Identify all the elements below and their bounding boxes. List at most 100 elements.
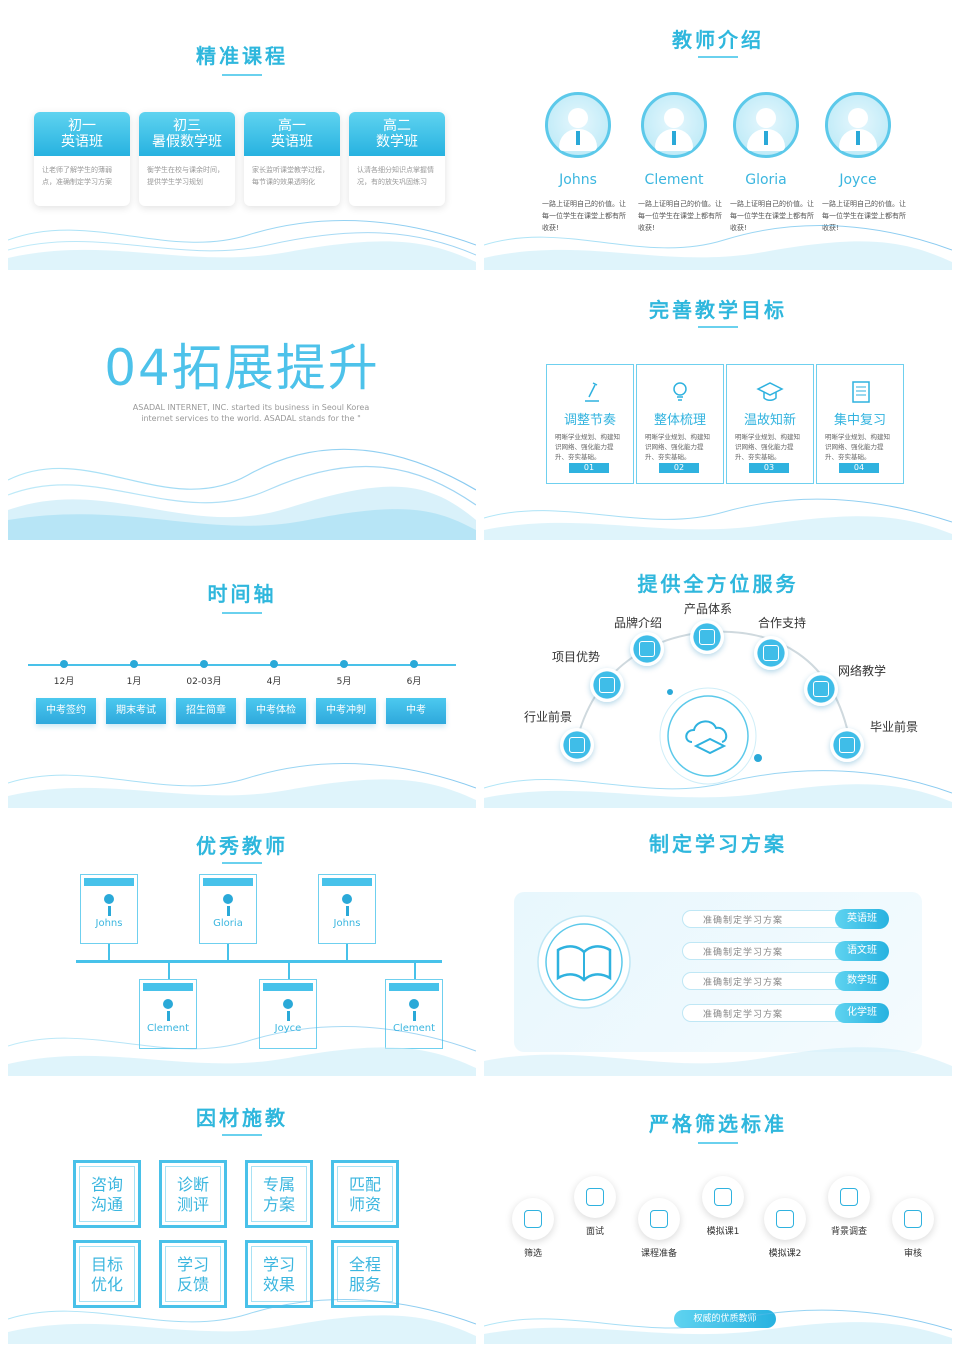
cell-line: 师资 — [348, 1195, 381, 1214]
slide-title: 优秀教师 — [196, 834, 288, 858]
wave-decoration — [8, 448, 476, 540]
course-head: 初一 英语班 — [34, 112, 130, 156]
timeline-dot — [410, 660, 418, 668]
brand-icon — [630, 632, 664, 666]
avatar — [641, 92, 707, 158]
service-label: 品牌介绍 — [614, 616, 663, 630]
timeline-dot — [340, 660, 348, 668]
wave-decoration — [8, 220, 476, 270]
timeline-label: 中考冲刺 — [316, 698, 376, 724]
wave-decoration — [484, 1309, 952, 1344]
step-label: 背景调查 — [830, 1227, 867, 1237]
teacher-name: Clement — [146, 1023, 190, 1034]
step-label: 模拟课2 — [768, 1249, 802, 1259]
teacher-profile: Clement 一路上证明自己的价值。让每一位学生在课堂上都有所收获! — [624, 92, 724, 234]
title-underline — [222, 862, 262, 864]
timeline-dot — [270, 660, 278, 668]
timeline-label: 中考 — [386, 698, 446, 724]
service-label: 产品体系 — [684, 602, 733, 616]
org-line — [168, 963, 170, 979]
timeline-date: 12月 — [53, 677, 75, 687]
test-tube-icon — [764, 1198, 806, 1240]
goal-card: 温故知新 明晰学业规划、构建知识网络、强化能力提升、夯实基础。 03 — [726, 364, 814, 484]
timeline-date: 4月 — [266, 677, 282, 687]
course-head: 高一 英语班 — [244, 112, 340, 156]
course-desc: 认清各细分知识点掌握情况，有的放矢巩固练习 — [357, 166, 434, 186]
building-icon — [828, 1176, 870, 1218]
slide-services: 提供全方位服务 行业前景 项目优势 品牌介绍 产品体系 合作支持 网络教学 毕业… — [484, 546, 952, 808]
book-icon — [638, 1198, 680, 1240]
section-title: 04拓展提升 — [104, 339, 380, 397]
timeline-label: 中考体检 — [246, 698, 306, 724]
cell-line: 诊断 — [176, 1175, 209, 1194]
people-icon — [512, 1198, 554, 1240]
teacher-profile: Joyce 一路上证明自己的价值。让每一位学生在课堂上都有所收获! — [808, 92, 908, 234]
avatar — [733, 92, 799, 158]
plan-tag: 语文班 — [835, 941, 889, 961]
lightbulb-icon — [637, 377, 723, 407]
plan-text: 准确制定学习方案 — [703, 948, 784, 958]
cell-line: 目标 — [90, 1255, 123, 1274]
plan-row: 准确制定学习方案化学班 — [682, 1003, 889, 1023]
course-line2: 数学班 — [376, 134, 418, 150]
plan-text: 准确制定学习方案 — [703, 978, 784, 988]
method-cell: 学习反馈 — [159, 1240, 227, 1308]
timeline-dot — [60, 660, 68, 668]
goal-number: 04 — [839, 463, 879, 473]
plan-tag: 英语班 — [835, 909, 889, 929]
notebook-icon — [817, 377, 903, 407]
plan-tag: 化学班 — [835, 1003, 889, 1023]
teacher-name: Gloria — [745, 172, 787, 188]
plan-row: 准确制定学习方案 语文班 — [682, 941, 889, 961]
step-label: 课程准备 — [640, 1249, 677, 1259]
cell-line: 学习 — [176, 1255, 209, 1274]
teacher-profile: Johns 一路上证明自己的价值。让每一位学生在课堂上都有所收获! — [528, 92, 628, 234]
teacher-card: Gloria — [199, 874, 257, 944]
timeline-date: 6月 — [406, 677, 422, 687]
slide-selection-criteria: 严格筛选标准 筛选 面试 课程准备 模拟课1 模拟课2 背景调查 审核 权威的优… — [484, 1082, 952, 1344]
title-underline — [222, 612, 262, 614]
timeline-axis — [28, 664, 456, 666]
method-cell: 全程服务 — [331, 1240, 399, 1308]
course-head: 初三 暑假数学班 — [139, 112, 235, 156]
slide-title: 严格筛选标准 — [649, 1112, 787, 1136]
goal-desc: 明晰学业规划、构建知识网络、强化能力提升、夯实基础。 — [645, 433, 710, 461]
industry-icon — [560, 728, 594, 762]
method-cell: 目标优化 — [73, 1240, 141, 1308]
method-cell: 咨询沟通 — [73, 1160, 141, 1228]
method-cell: 专属方案 — [245, 1160, 313, 1228]
wave-decoration — [484, 770, 952, 808]
quality-badge: 权威的优质教师 — [674, 1310, 776, 1328]
teacher-name: Johns — [559, 172, 597, 188]
org-line — [414, 963, 416, 979]
step-label: 审核 — [903, 1249, 922, 1259]
step-label: 面试 — [585, 1227, 604, 1237]
goal-card: 调整节奏 明晰学业规划、构建知识网络、强化能力提升、夯实基础。 01 — [546, 364, 634, 484]
title-underline — [698, 56, 738, 58]
slide-precise-courses: 精准课程 初一 英语班 让老师了解学生的薄弱点，准确制定学习方案 初三 暑假数学… — [8, 8, 476, 270]
plan-tag: 数学班 — [835, 971, 889, 991]
slide-teacher-intro: 教师介绍 Johns 一路上证明自己的价值。让每一位学生在课堂上都有所收获! C… — [484, 8, 952, 270]
cell-line: 学习 — [262, 1255, 295, 1274]
teacher-name: Clement — [644, 172, 704, 188]
teacher-profile: Gloria 一路上证明自己的价值。让每一位学生在课堂上都有所收获! — [716, 92, 816, 234]
goal-number: 03 — [749, 463, 789, 473]
online-teaching-icon — [804, 672, 838, 706]
section-subtitle: ASADAL INTERNET, INC. started its busine… — [132, 403, 370, 423]
slide-title: 提供全方位服务 — [637, 572, 799, 596]
method-cell: 诊断测评 — [159, 1160, 227, 1228]
slide-individualized: 因材施教 咨询沟通 诊断测评 专属方案 匹配师资 目标优化 学习反馈 学习效果 … — [8, 1082, 476, 1344]
timeline-label: 招生简章 — [176, 698, 236, 724]
open-book-icon — [536, 914, 632, 1010]
wave-decoration — [8, 1299, 476, 1344]
wave-decoration — [8, 763, 476, 808]
wave-decoration — [484, 498, 952, 540]
org-line — [346, 944, 348, 960]
plan-row: 准确制定学习方案英语班 — [682, 909, 889, 929]
plan-row: 准确制定学习方案 数学班 — [682, 971, 889, 991]
apple-icon — [702, 1176, 744, 1218]
title-underline — [222, 74, 262, 76]
teacher-card: Johns — [80, 874, 138, 944]
slide-title: 因材施教 — [196, 1106, 288, 1130]
timeline-dot — [130, 660, 138, 668]
